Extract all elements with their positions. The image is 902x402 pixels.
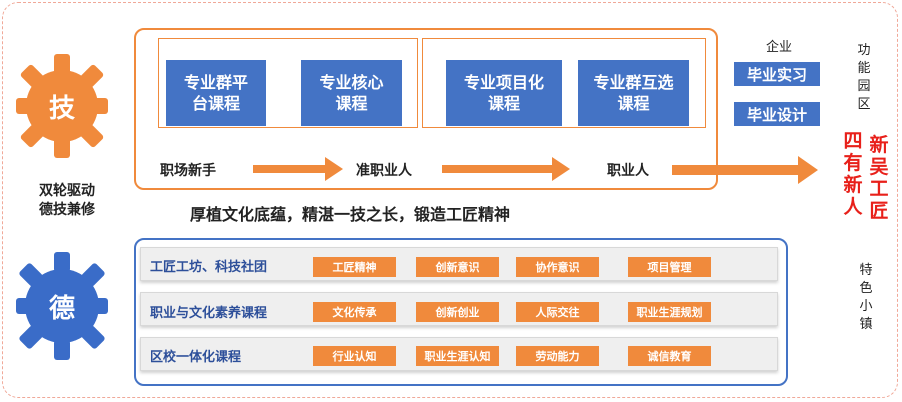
outcome-four-new-people: 四 有 新 人 (843, 130, 863, 218)
internship-box: 毕业实习 (734, 62, 820, 86)
arrow-right-icon (253, 157, 343, 181)
arrow-right-icon (672, 156, 818, 184)
featured-town-label: 特 色 小 镇 (859, 263, 873, 332)
enterprise-label: 企业 (766, 40, 793, 55)
graduation-design-box: 毕业设计 (734, 102, 820, 126)
tag: 工匠精神 (313, 257, 396, 277)
row-title: 职业与文化素养课程 (150, 306, 268, 321)
arrow-right-icon (442, 157, 570, 181)
tag: 创新创业 (416, 302, 499, 322)
course-group-2 (422, 38, 706, 128)
motto: 厚植文化底蕴，精湛一技之长，锻造工匠精神 (190, 205, 511, 224)
gear-icon (16, 54, 108, 158)
course-elective: 专业群互选 课程 (578, 60, 689, 126)
stage-novice: 职场新手 (160, 163, 216, 179)
gear-icon (16, 252, 108, 360)
tag: 文化传承 (313, 302, 396, 322)
function-park-label: 功 能 园 区 (857, 43, 871, 112)
tag: 协作意识 (516, 257, 599, 277)
tag: 人际交往 (516, 302, 599, 322)
tagline: 双轮驱动 德技兼修 (8, 182, 126, 220)
tag: 行业认知 (313, 346, 396, 366)
tag: 职业生涯认知 (416, 346, 499, 366)
stage-quasi-professional: 准职业人 (356, 163, 412, 179)
tagline-line-2: 德技兼修 (39, 202, 95, 218)
course-project: 专业项目化 课程 (446, 60, 562, 126)
tag: 诚信教育 (628, 346, 711, 366)
outcome-new-wu-craftsman: 新 吴 工 匠 (869, 134, 889, 222)
course-group-1 (158, 38, 418, 128)
row-title: 区校一体化课程 (150, 350, 242, 365)
tag: 创新意识 (416, 257, 499, 277)
gear-de-label: 德 (48, 294, 75, 324)
stage-professional: 职业人 (607, 163, 649, 179)
gear-de: 德 (16, 246, 108, 366)
course-core: 专业核心 课程 (301, 60, 402, 126)
course-platform: 专业群平 台课程 (166, 60, 266, 126)
gear-ji-label: 技 (48, 94, 75, 124)
outer-frame (2, 2, 898, 398)
tagline-line-1: 双轮驱动 (39, 183, 95, 199)
gear-ji: 技 (16, 48, 108, 164)
tag: 职业生涯规划 (628, 302, 711, 322)
row-title: 工匠工坊、科技社团 (150, 260, 268, 275)
tag: 项目管理 (628, 257, 711, 277)
tag: 劳动能力 (516, 346, 599, 366)
